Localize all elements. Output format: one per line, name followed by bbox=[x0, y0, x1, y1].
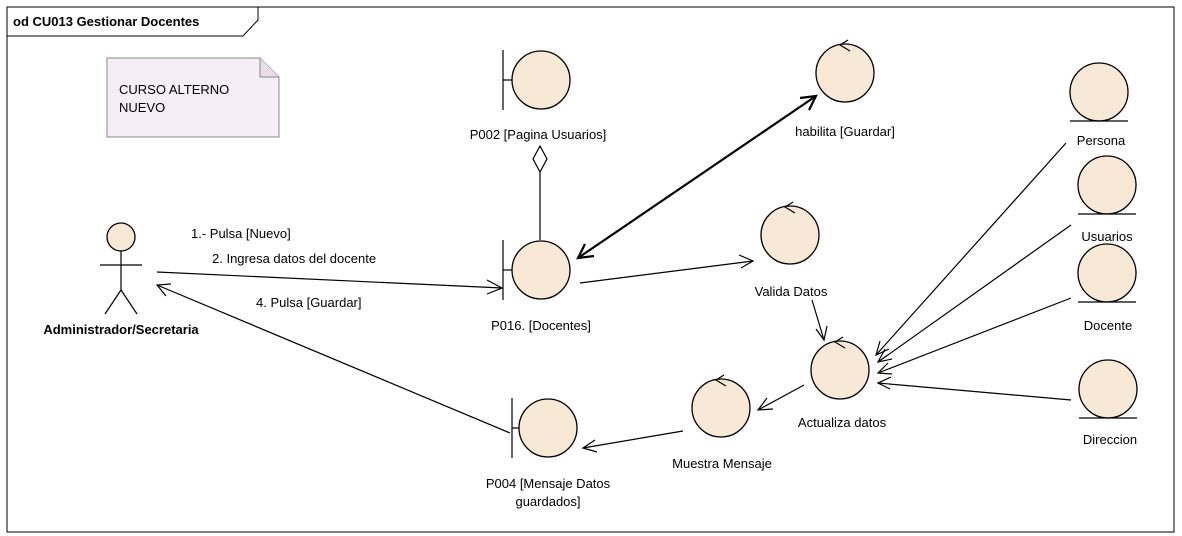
link-direccion-actualiza bbox=[876, 376, 1072, 401]
boundary-p004-label-line-1: P004 [Mensaje Datos bbox=[486, 476, 611, 491]
entity-docente[interactable]: Docente bbox=[1077, 243, 1137, 333]
message-4-label: 4. Pulsa [Guardar] bbox=[256, 295, 362, 310]
control-valida[interactable]: Valida Datos bbox=[755, 201, 828, 299]
actor-administrador[interactable]: Administrador/Secretaria bbox=[43, 222, 199, 337]
link-usuarios-actualiza bbox=[876, 224, 1072, 363]
note[interactable]: CURSO ALTERNO NUEVO bbox=[106, 57, 280, 138]
boundary-p004[interactable]: P004 [Mensaje Datos guardados] bbox=[486, 398, 611, 509]
message-1-label: 1.- Pulsa [Nuevo] bbox=[191, 226, 291, 241]
link-actualiza-muestra bbox=[756, 384, 805, 411]
note-line-1: CURSO ALTERNO bbox=[119, 82, 229, 97]
boundary-p016[interactable]: P016. [Docentes] bbox=[491, 240, 591, 333]
boundary-p002-label: P002 [Pagina Usuarios] bbox=[470, 127, 607, 142]
control-habilita-label: habilita [Guardar] bbox=[795, 124, 895, 139]
message-arrow-p004-to-actor bbox=[155, 283, 511, 434]
aggregation-p016-p002 bbox=[532, 144, 548, 240]
note-line-2: NUEVO bbox=[119, 100, 165, 115]
control-habilita[interactable]: habilita [Guardar] bbox=[795, 39, 895, 139]
entity-direccion[interactable]: Direccion bbox=[1078, 359, 1138, 447]
entity-usuarios-label: Usuarios bbox=[1081, 229, 1133, 244]
control-actualiza[interactable]: Actualiza datos bbox=[798, 336, 887, 430]
link-valida-actualiza bbox=[811, 299, 828, 342]
link-docente-actualiza bbox=[876, 297, 1072, 375]
boundary-p002[interactable]: P002 [Pagina Usuarios] bbox=[470, 50, 607, 142]
entity-persona[interactable]: Persona bbox=[1069, 62, 1129, 148]
entity-persona-label: Persona bbox=[1077, 133, 1126, 148]
link-p016-habilita bbox=[576, 94, 818, 260]
link-p016-valida bbox=[579, 254, 755, 284]
boundary-p016-label: P016. [Docentes] bbox=[491, 318, 591, 333]
entity-usuarios[interactable]: Usuarios bbox=[1077, 155, 1137, 244]
message-2-label: 2. Ingresa datos del docente bbox=[212, 251, 376, 266]
control-muestra[interactable]: Muestra Mensaje bbox=[672, 374, 772, 471]
actor-name: Administrador/Secretaria bbox=[43, 322, 199, 337]
control-valida-label: Valida Datos bbox=[755, 284, 828, 299]
control-muestra-label: Muestra Mensaje bbox=[672, 456, 772, 471]
boundary-p004-label-line-2: guardados] bbox=[515, 494, 580, 509]
entity-direccion-label: Direccion bbox=[1083, 432, 1137, 447]
link-persona-actualiza bbox=[875, 142, 1067, 357]
frame-title-tab bbox=[6, 6, 259, 37]
control-actualiza-label: Actualiza datos bbox=[798, 415, 887, 430]
message-arrow-actor-to-p016 bbox=[156, 271, 504, 295]
link-muestra-p004 bbox=[581, 430, 684, 453]
entity-docente-label: Docente bbox=[1084, 318, 1132, 333]
frame-title: od CU013 Gestionar Docentes bbox=[13, 14, 199, 29]
